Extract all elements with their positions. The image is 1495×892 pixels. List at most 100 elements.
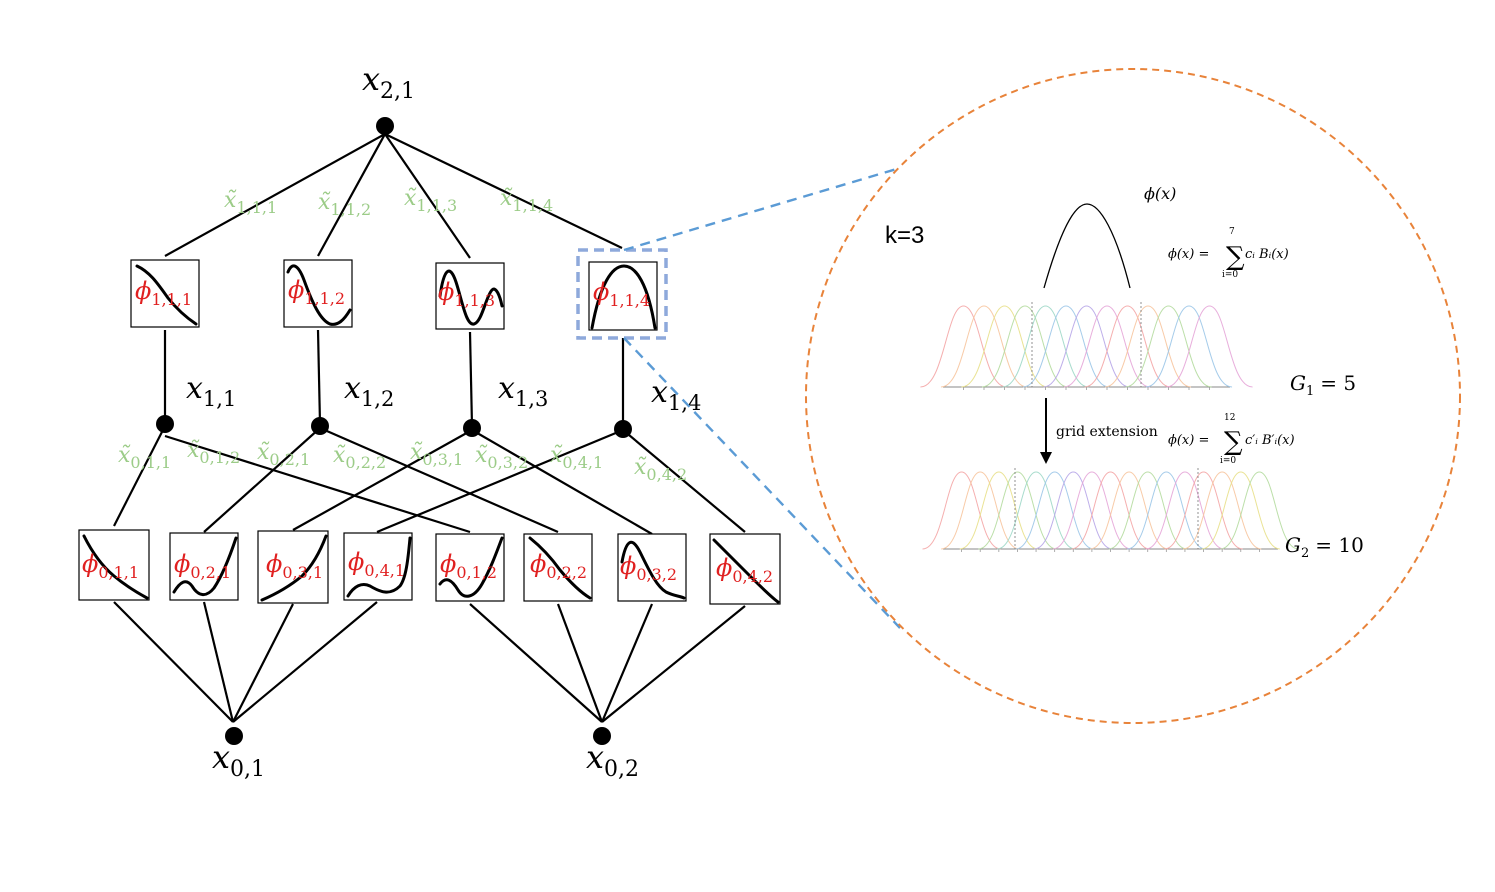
highlight-box (576, 248, 668, 340)
edge-phi112-x12 (316, 329, 322, 425)
svg-text:i=0: i=0 (1220, 456, 1236, 466)
basis-function-curve (1108, 471, 1187, 550)
edge-phi021-x01 (202, 601, 235, 723)
svg-text:12: 12 (1224, 413, 1235, 423)
increasing-curve-icon (260, 534, 328, 602)
phi-label-1-1-4: ϕ1,1,4 (593, 278, 650, 310)
phi-label-0-2-1: ϕ0,2,1 (174, 550, 231, 582)
node-x02 (593, 727, 611, 745)
phi-label-0-4-1: ϕ0,4,1 (348, 548, 405, 580)
svg-text:∑: ∑ (1224, 427, 1243, 457)
phi-box-0-4-2: ϕ0,4,2 (709, 533, 781, 605)
edge-label-0-1-1: x̃0,1,1 (118, 443, 171, 472)
edge-label-0-1-2: x̃0,1,2 (187, 438, 240, 467)
label-top: x2,1 (362, 60, 415, 104)
phi-box-1-1-3: ϕ1,1,3 (435, 262, 505, 330)
phi-label-1-1-1: ϕ1,1,1 (135, 277, 192, 309)
edge-labels: x̃1,1,1 x̃1,1,2 x̃1,1,3 x̃1,1,4 x̃0,1,1 … (118, 186, 687, 484)
edge-phi042-x02 (601, 605, 746, 723)
edge-label-0-4-2: x̃0,4,2 (634, 455, 687, 484)
label-x13: x1,3 (498, 371, 548, 411)
basis-function-curve (996, 471, 1076, 550)
bump-curve-icon (590, 264, 657, 330)
phi-box-0-2-2: ϕ0,2,2 (523, 533, 593, 602)
phi-label-0-1-1: ϕ0,1,1 (82, 550, 139, 582)
basis-function-curve (1043, 305, 1130, 388)
phi-box-0-2-1: ϕ0,2,1 (169, 532, 239, 601)
edge-phi113-x13 (468, 331, 474, 427)
edge-x11-phi011 (113, 425, 166, 527)
edge-x14-phi041 (376, 428, 624, 534)
basis-function-curve (1201, 471, 1280, 550)
basis-function-curve (1164, 471, 1243, 550)
phi-x-label: ϕ(x) (1144, 184, 1176, 203)
phi-box-0-1-1: ϕ0,1,1 (78, 529, 150, 601)
phi-box-0-3-1: ϕ0,3,1 (257, 530, 329, 604)
edge-label-1-1-1: x̃1,1,1 (224, 188, 277, 217)
decreasing-curve-icon (712, 538, 780, 604)
basis-function-curve (941, 471, 1020, 550)
zoom-connector (623, 166, 901, 629)
phi-box-0-3-2: ϕ0,3,2 (617, 533, 687, 602)
basis-function-curve (1034, 471, 1113, 550)
dip-curve-icon (438, 536, 504, 598)
dip-curve-icon (172, 536, 238, 596)
wave-curve-icon (286, 264, 352, 326)
basis-function-curve (1015, 471, 1094, 550)
layer0-function-boxes: ϕ0,1,1 ϕ0,2,1 ϕ0,3,1 ϕ0,4,1 ϕ0,1,2 ϕ0,2,… (78, 529, 781, 605)
node-x01 (225, 727, 243, 745)
edge-label-1-1-2: x̃1,1,2 (318, 190, 371, 219)
svg-text:∑: ∑ (1226, 242, 1245, 272)
phi-box-1-1-1: ϕ1,1,1 (130, 259, 200, 328)
edge-x12-phi022 (319, 426, 559, 534)
basis-function-curve (1166, 305, 1253, 388)
basis-function-curve (959, 471, 1039, 550)
edge-top-phi111 (164, 133, 386, 257)
svg-text:i=0: i=0 (1222, 270, 1238, 280)
formula-1: ϕ(x) = ∑ 7 i=0 cᵢ Bᵢ(x) (1168, 227, 1289, 280)
svg-text:ϕ(x) =: ϕ(x) = (1168, 433, 1209, 448)
edge-x11-phi012 (164, 434, 471, 534)
edge-phi032-x02 (600, 603, 654, 723)
decreasing-curve-icon (528, 536, 592, 600)
phi-box-0-1-2: ϕ0,1,2 (435, 533, 505, 602)
svg-text:cᵢ Bᵢ(x): cᵢ Bᵢ(x) (1245, 247, 1289, 262)
phi-box-1-1-4: ϕ1,1,4 (576, 248, 668, 340)
phi-label-0-1-2: ϕ0,1,2 (440, 550, 497, 582)
node-labels: x2,1 x1,1 x1,2 x1,3 x1,4 x0,1 x0,2 (186, 60, 701, 782)
edge-x13-phi032 (471, 429, 653, 535)
phi-box-1-1-2: ϕ1,1,2 (283, 259, 353, 328)
formula-2: ϕ(x) = ∑ 12 i=0 c′ᵢ B′ᵢ(x) (1168, 413, 1295, 466)
basis-function-curve (940, 305, 1028, 388)
basis-function-curve (1182, 471, 1262, 550)
edge-phi011-x01 (113, 601, 234, 723)
decreasing-curve-icon (82, 534, 149, 600)
edge-top-phi113 (384, 133, 471, 259)
edge-x13-phi031 (292, 429, 473, 531)
g2-label: G2= 10 (1285, 533, 1364, 561)
network-nodes (156, 117, 632, 745)
edge-label-0-2-2: x̃0,2,2 (333, 443, 386, 472)
basis-function-curve (1220, 471, 1299, 550)
label-x14: x1,4 (651, 375, 701, 415)
label-x11: x1,1 (186, 371, 236, 411)
basis-function-curve (1063, 305, 1151, 388)
zoom-circle (805, 68, 1461, 724)
grid-extension-label: grid extension (1056, 424, 1158, 440)
phi-x-bump-curve (1043, 203, 1131, 289)
basis-function-curve (1145, 305, 1233, 388)
zoom-panel: k=3 ϕ(x) ϕ(x) = ∑ 7 i=0 cᵢ Bᵢ(x) grid ex… (805, 68, 1461, 724)
node-top (376, 117, 394, 135)
basis-plot-2 (922, 468, 1299, 552)
phi-box-0-4-1: ϕ0,4,1 (343, 532, 413, 601)
edge-phi031-x01 (232, 603, 294, 723)
edge-top-phi112 (317, 133, 386, 257)
basis-function-curve (978, 471, 1057, 550)
svg-text:c′ᵢ B′ᵢ(x): c′ᵢ B′ᵢ(x) (1245, 433, 1295, 448)
node-x12 (311, 417, 329, 435)
basis-function-curve (1145, 471, 1225, 550)
edge-label-0-4-1: x̃0,4,1 (550, 443, 603, 472)
node-x11 (156, 415, 174, 433)
edge-x12-phi021 (203, 427, 321, 533)
